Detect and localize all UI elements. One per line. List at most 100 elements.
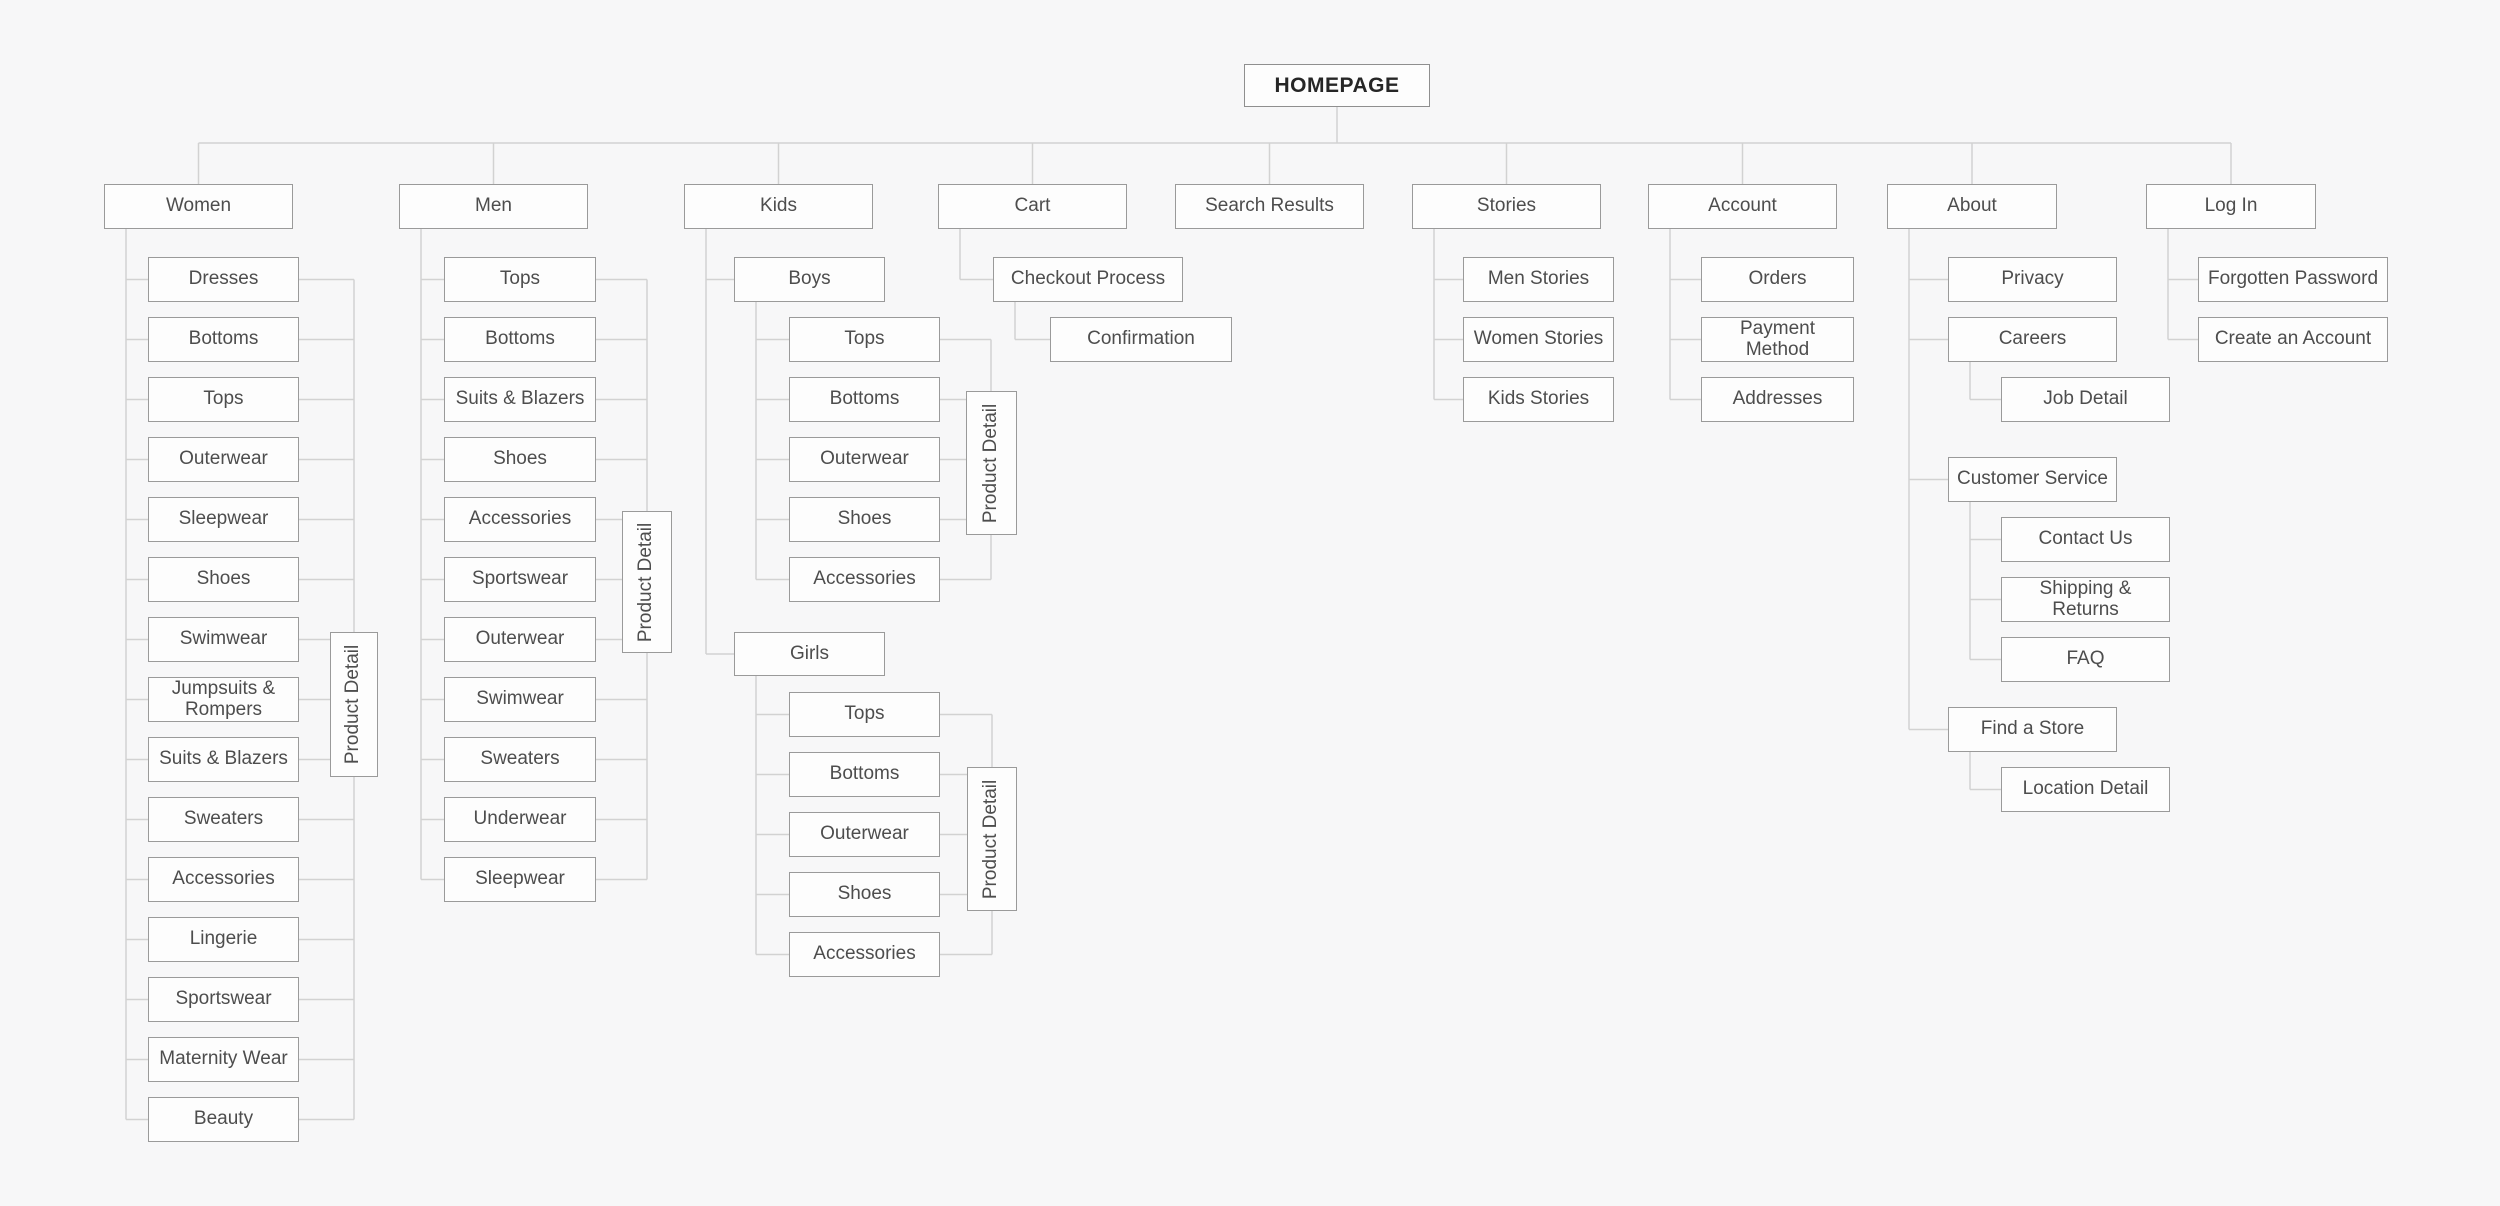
node-label: Orders (1748, 268, 1807, 290)
node-w-dresses[interactable]: Dresses (148, 257, 299, 302)
node-label: Outerwear (820, 448, 909, 470)
node-s-women[interactable]: Women Stories (1463, 317, 1614, 362)
node-label: Stories (1476, 195, 1537, 217)
node-account[interactable]: Account (1648, 184, 1837, 229)
node-ab-store[interactable]: Find a Store (1948, 707, 2117, 752)
node-label: Search Results (1205, 195, 1334, 217)
node-w-swimwear[interactable]: Swimwear (148, 617, 299, 662)
node-checkout[interactable]: Checkout Process (993, 257, 1183, 302)
node-label: Customer Service (1957, 468, 2108, 490)
node-label: Confirmation (1087, 328, 1195, 350)
node-label: Sleepwear (475, 868, 565, 890)
node-w-accessories[interactable]: Accessories (148, 857, 299, 902)
node-label: About (1947, 195, 1997, 217)
node-homepage[interactable]: HOMEPAGE (1244, 64, 1430, 107)
node-g-pd[interactable]: Product Detail (967, 767, 1017, 911)
node-label: Accessories (468, 508, 572, 530)
node-g-outerwear[interactable]: Outerwear (789, 812, 940, 857)
node-s-men[interactable]: Men Stories (1463, 257, 1614, 302)
node-w-bottoms[interactable]: Bottoms (148, 317, 299, 362)
node-w-sleepwear[interactable]: Sleepwear (148, 497, 299, 542)
node-w-pd[interactable]: Product Detail (330, 632, 378, 777)
node-label: Location Detail (2022, 778, 2149, 800)
node-b-shoes[interactable]: Shoes (789, 497, 940, 542)
node-ab-cs[interactable]: Customer Service (1948, 457, 2117, 502)
node-label: Privacy (2001, 268, 2064, 290)
node-label: Product Detail (980, 779, 1002, 899)
node-w-shoes[interactable]: Shoes (148, 557, 299, 602)
node-label: Accessories (813, 943, 916, 965)
node-l-forgot[interactable]: Forgotten Password (2198, 257, 2388, 302)
node-m-tops[interactable]: Tops (444, 257, 596, 302)
node-g-accessories[interactable]: Accessories (789, 932, 940, 977)
node-label: Checkout Process (1010, 268, 1166, 290)
node-girls[interactable]: Girls (734, 632, 885, 676)
node-kids[interactable]: Kids (684, 184, 873, 229)
node-g-bottoms[interactable]: Bottoms (789, 752, 940, 797)
node-a-addresses[interactable]: Addresses (1701, 377, 1854, 422)
node-women[interactable]: Women (104, 184, 293, 229)
node-label: Log In (2204, 195, 2258, 217)
node-label: Account (1708, 195, 1777, 217)
node-ab-careers[interactable]: Careers (1948, 317, 2117, 362)
node-ab-job[interactable]: Job Detail (2001, 377, 2170, 422)
node-m-shoes[interactable]: Shoes (444, 437, 596, 482)
node-s-kids[interactable]: Kids Stories (1463, 377, 1614, 422)
node-label: Underwear (473, 808, 567, 830)
node-boys[interactable]: Boys (734, 257, 885, 302)
node-w-beauty[interactable]: Beauty (148, 1097, 299, 1142)
node-w-suits[interactable]: Suits & Blazers (148, 737, 299, 782)
node-m-sleepwear[interactable]: Sleepwear (444, 857, 596, 902)
node-w-outerwear[interactable]: Outerwear (148, 437, 299, 482)
node-ab-faq[interactable]: FAQ (2001, 637, 2170, 682)
node-ab-privacy[interactable]: Privacy (1948, 257, 2117, 302)
node-g-tops[interactable]: Tops (789, 692, 940, 737)
node-m-accessories[interactable]: Accessories (444, 497, 596, 542)
node-g-shoes[interactable]: Shoes (789, 872, 940, 917)
node-label: Bottoms (829, 763, 900, 785)
node-ab-location[interactable]: Location Detail (2001, 767, 2170, 812)
node-label: Accessories (172, 868, 275, 890)
node-m-outerwear[interactable]: Outerwear (444, 617, 596, 662)
node-search-results[interactable]: Search Results (1175, 184, 1364, 229)
node-about[interactable]: About (1887, 184, 2057, 229)
node-w-maternity[interactable]: Maternity Wear (148, 1037, 299, 1082)
node-m-sportswear[interactable]: Sportswear (444, 557, 596, 602)
node-label: Outerwear (179, 448, 268, 470)
node-log-in[interactable]: Log In (2146, 184, 2316, 229)
node-w-tops[interactable]: Tops (148, 377, 299, 422)
node-b-accessories[interactable]: Accessories (789, 557, 940, 602)
node-w-sweaters[interactable]: Sweaters (148, 797, 299, 842)
node-w-sportswear[interactable]: Sportswear (148, 977, 299, 1022)
node-label: Shoes (837, 508, 892, 530)
node-ab-shipping[interactable]: Shipping & Returns (2001, 577, 2170, 622)
node-label: FAQ (2066, 648, 2105, 670)
node-label: Outerwear (475, 628, 565, 650)
node-w-lingerie[interactable]: Lingerie (148, 917, 299, 962)
node-b-outerwear[interactable]: Outerwear (789, 437, 940, 482)
node-a-payment[interactable]: Payment Method (1701, 317, 1854, 362)
node-a-orders[interactable]: Orders (1701, 257, 1854, 302)
node-label: Sleepwear (178, 508, 269, 530)
node-label: Tops (844, 328, 885, 350)
node-m-sweaters[interactable]: Sweaters (444, 737, 596, 782)
node-l-create[interactable]: Create an Account (2198, 317, 2388, 362)
node-m-pd[interactable]: Product Detail (622, 511, 672, 653)
node-b-bottoms[interactable]: Bottoms (789, 377, 940, 422)
node-stories[interactable]: Stories (1412, 184, 1601, 229)
node-label: Women (165, 195, 232, 217)
node-label: Tops (844, 703, 885, 725)
node-label: Product Detail (342, 644, 364, 765)
node-m-swimwear[interactable]: Swimwear (444, 677, 596, 722)
node-cart[interactable]: Cart (938, 184, 1127, 229)
node-b-pd[interactable]: Product Detail (966, 391, 1017, 535)
node-m-bottoms[interactable]: Bottoms (444, 317, 596, 362)
node-b-tops[interactable]: Tops (789, 317, 940, 362)
node-m-suits[interactable]: Suits & Blazers (444, 377, 596, 422)
node-ab-contact[interactable]: Contact Us (2001, 517, 2170, 562)
node-confirmation[interactable]: Confirmation (1050, 317, 1232, 362)
node-m-underwear[interactable]: Underwear (444, 797, 596, 842)
node-label: Jumpsuits & Rompers (171, 677, 276, 720)
node-w-jumpsuits[interactable]: Jumpsuits & Rompers (148, 677, 299, 722)
node-men[interactable]: Men (399, 184, 588, 229)
